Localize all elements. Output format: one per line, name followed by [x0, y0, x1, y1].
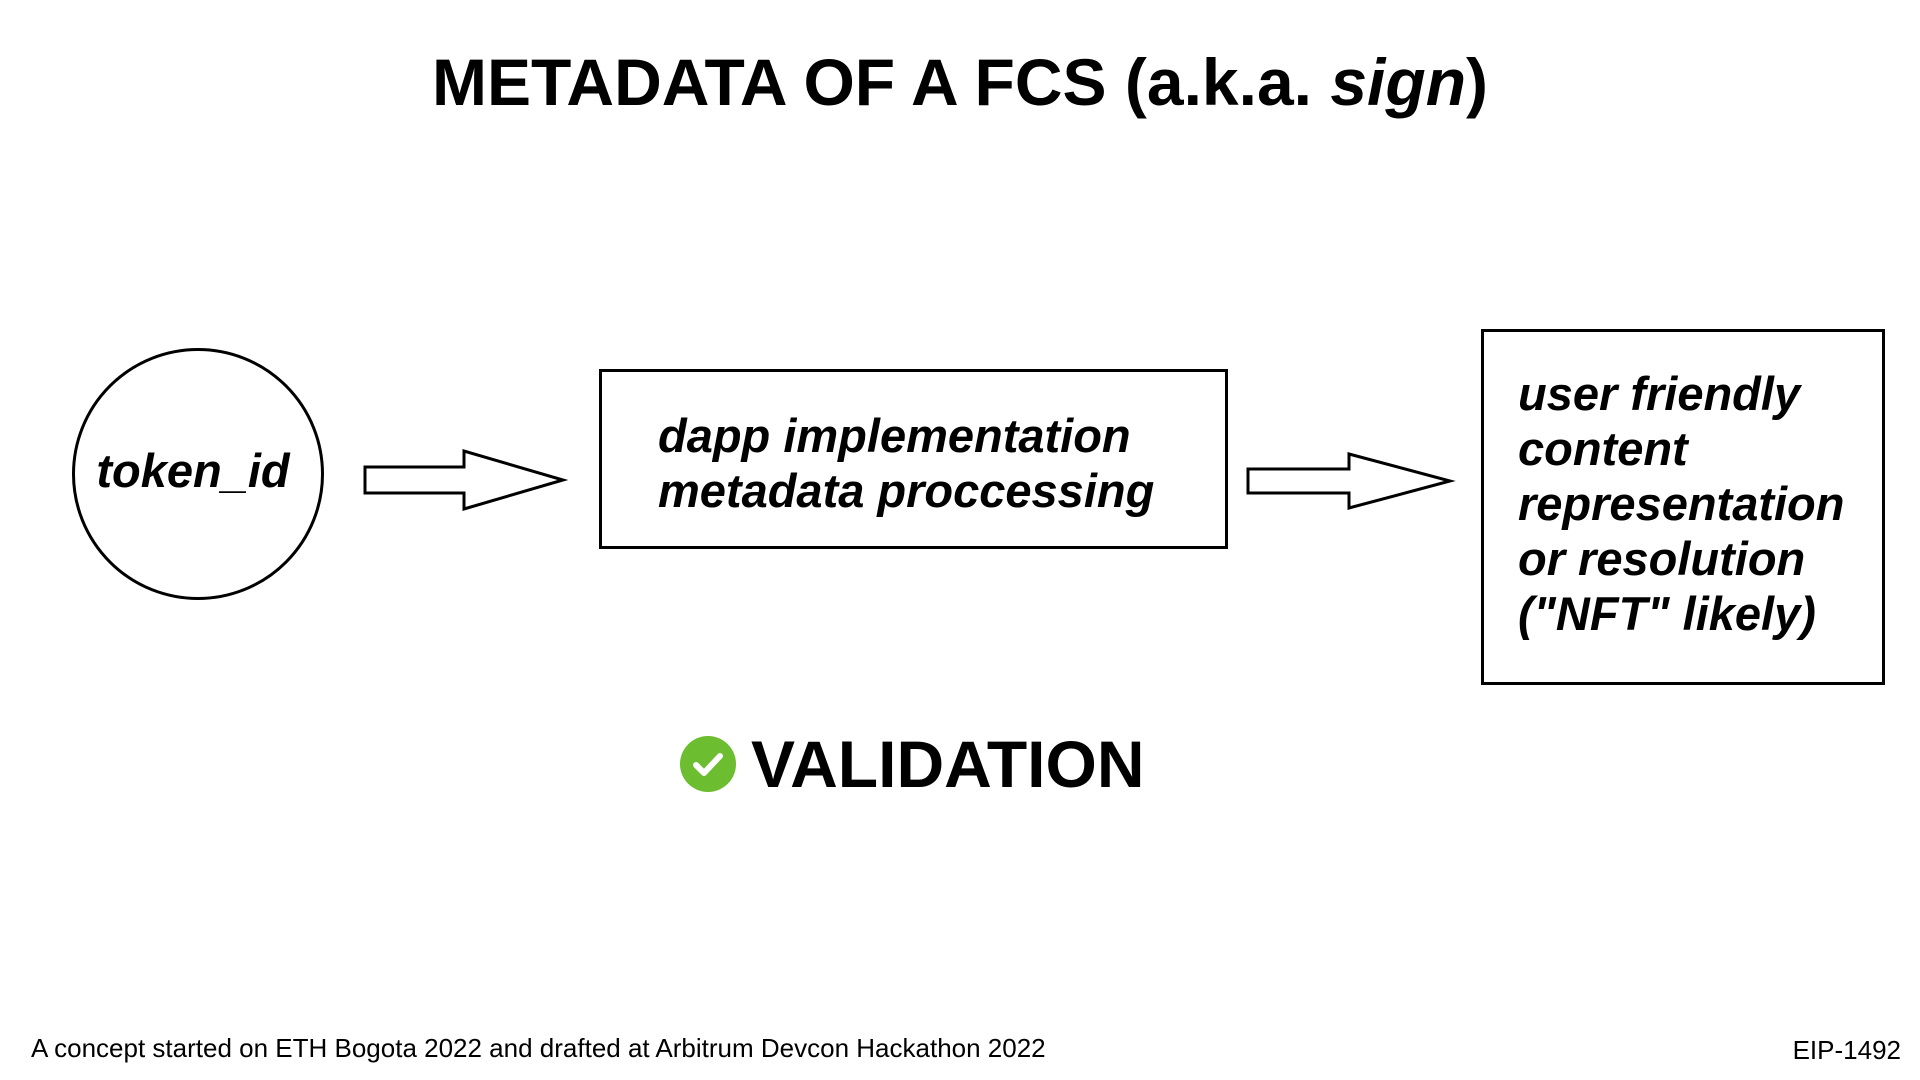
validation-status: VALIDATION [679, 728, 1145, 800]
arrow-right-icon [1246, 452, 1456, 510]
validation-label: VALIDATION [751, 727, 1145, 801]
token-id-label: token_id [96, 444, 290, 497]
footer-credit: A concept started on ETH Bogota 2022 and… [31, 1033, 1046, 1063]
token-id-node: token_id [72, 348, 324, 600]
page-title: METADATA OF A FCS (a.k.a. sign) [0, 42, 1920, 122]
title-prefix: METADATA OF A FCS (a.k.a. [431, 45, 1331, 119]
title-suffix: ) [1466, 45, 1489, 119]
output-line-2: content [1518, 422, 1688, 475]
output-line-3: representation [1518, 477, 1845, 530]
output-line-4: or resolution [1518, 532, 1806, 585]
footer-eip-number: EIP-1492 [1792, 1035, 1901, 1065]
title-emphasis: sign [1330, 45, 1467, 119]
output-line-1: user friendly [1518, 367, 1801, 420]
check-circle-icon [680, 736, 736, 792]
dapp-line-2: metadata proccessing [658, 464, 1155, 517]
output-line-5: ("NFT" likely) [1518, 587, 1816, 640]
dapp-processing-node: dapp implementation metadata proccessing [599, 369, 1228, 549]
dapp-line-1: dapp implementation [658, 409, 1131, 462]
output-representation-node: user friendly content representation or … [1481, 329, 1885, 685]
arrow-right-icon [363, 448, 569, 512]
